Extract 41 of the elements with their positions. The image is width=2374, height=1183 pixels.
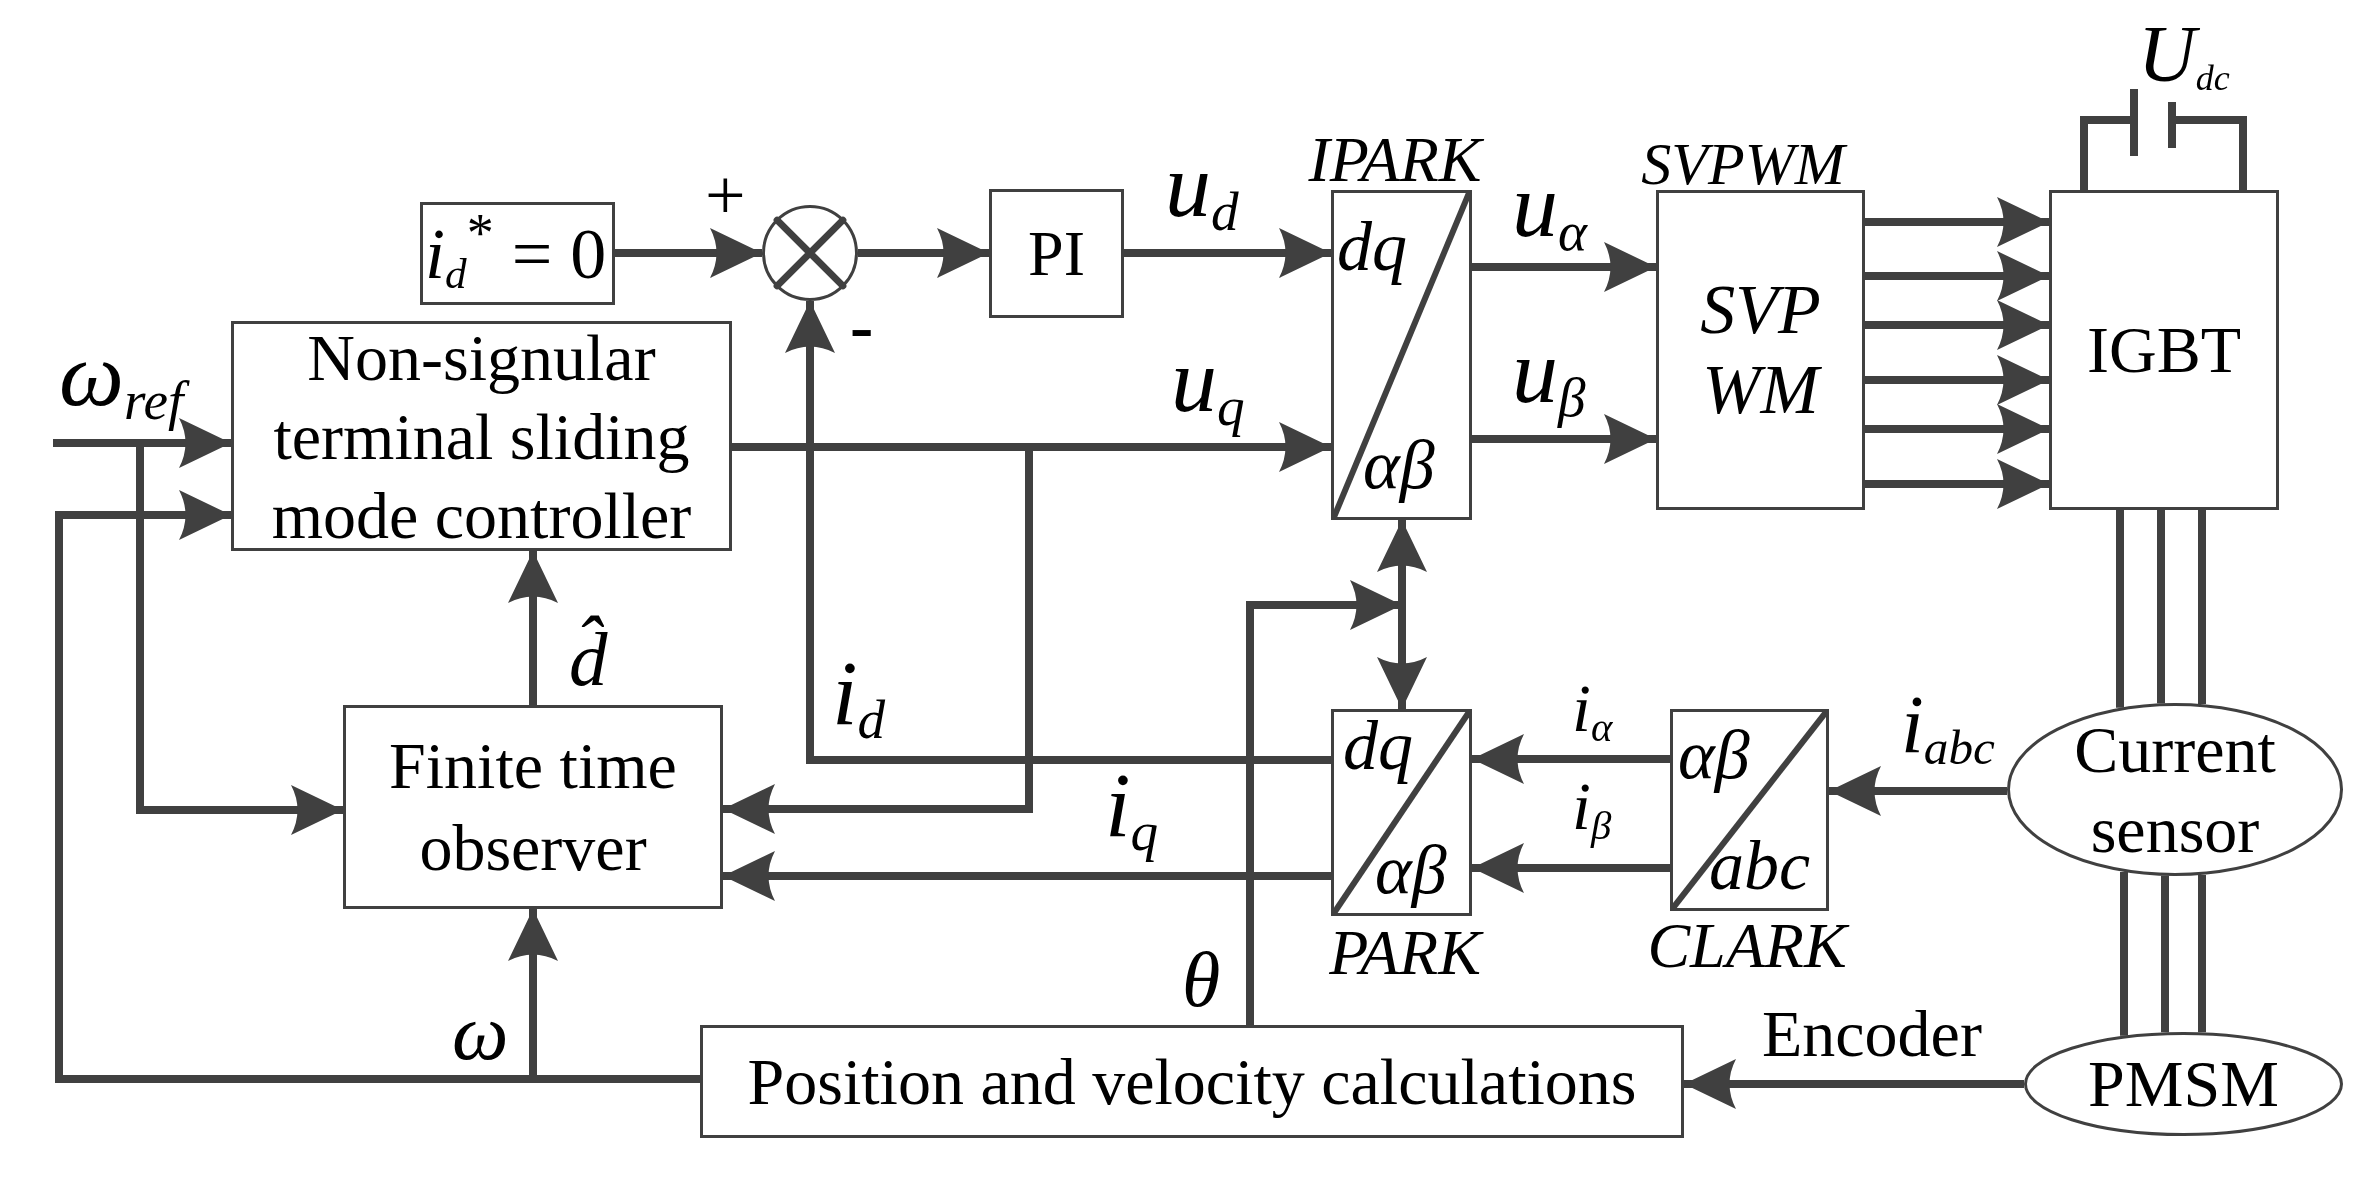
- block-label: IGBT: [2087, 317, 2241, 383]
- signal-label: u$_{q}$: [1171, 328, 1246, 439]
- signal-label: Encoder: [1762, 996, 1983, 1069]
- block-label: SVP WM: [1699, 270, 1823, 430]
- block-label: PMSM: [2088, 1051, 2279, 1117]
- signal-label: u$_{β}$: [1512, 319, 1587, 430]
- controller-box: [989, 189, 1124, 318]
- signal-label: d̂: [569, 614, 609, 704]
- signal-label: i$_{q}$: [1105, 753, 1160, 864]
- block-label: i$_{d}$$^{*}$ = 0: [425, 217, 608, 290]
- signal-label: ω: [452, 987, 510, 1074]
- signal-label: ω$_{ref}$: [59, 316, 195, 434]
- connector-line: [2198, 874, 2206, 1033]
- calculation-box: [700, 1025, 1684, 1138]
- signal-label: u$_{d}$: [1165, 133, 1240, 244]
- motor-ellipse: [2024, 1032, 2343, 1136]
- block-label: Non-signular terminal sliding mode controller: [270, 319, 693, 554]
- block-title: IPARK: [1308, 128, 1482, 192]
- voltage-label: U$_{dc}$: [2138, 14, 2230, 94]
- minus-sign: -: [850, 292, 874, 362]
- sensor-ellipse: [2007, 703, 2343, 876]
- reference-box: [420, 202, 615, 305]
- frame-label: abc: [1709, 831, 1811, 901]
- signal-label: θ: [1182, 935, 1222, 1021]
- controller-box: [231, 321, 732, 551]
- signal-label: u$_{α}$: [1512, 153, 1589, 264]
- connector-line: [2161, 875, 2169, 1033]
- block-label: PI: [1028, 221, 1085, 286]
- signal-label: i$_{abc}$: [1901, 678, 1996, 778]
- signal-label: i$_{β}$: [1572, 767, 1613, 851]
- block-label: Finite time observer: [388, 728, 678, 886]
- connector-line: [2120, 871, 2128, 1036]
- capacitor-symbol: [2130, 86, 2176, 159]
- summing-junction: [762, 205, 858, 301]
- plus-sign: +: [705, 159, 746, 231]
- observer-box: [343, 705, 723, 909]
- block-label: Current sensor: [2073, 711, 2277, 868]
- signal-label: i$_{d}$: [832, 641, 887, 752]
- inverter-block: [2049, 190, 2279, 510]
- signal-label: i$_{α}$: [1572, 669, 1614, 753]
- connector-line: [2080, 116, 2130, 190]
